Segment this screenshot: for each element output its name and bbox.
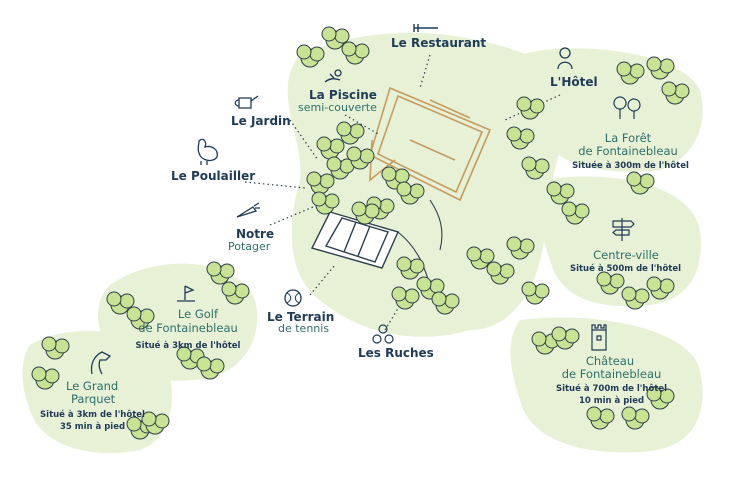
label-golf-distance: Situé à 3km de l'hôtel: [135, 341, 241, 351]
label-ruches: Les Ruches: [358, 346, 434, 360]
label-parquet-distance-2: 35 min à pied: [59, 422, 126, 432]
watering-can-icon: [234, 95, 259, 109]
label-golf-2: de Fontainebleau: [138, 321, 238, 335]
label-piscine-sub: semi-couverte: [298, 101, 377, 114]
label-piscine: La Piscine: [309, 88, 377, 102]
tennis-court: [310, 211, 399, 269]
carrot-icon: [236, 202, 260, 218]
label-terrain-1: Le Terrain: [267, 310, 335, 324]
swimmer-icon: [324, 69, 342, 83]
label-parquet-2: Parquet: [71, 392, 116, 406]
signpost-icon: [612, 218, 635, 241]
castle-tower-icon: [591, 324, 607, 351]
label-chateau-2: de Fontainebleau: [561, 367, 662, 381]
label-foret-2: de Fontainebleau: [578, 144, 678, 158]
label-chateau-distance-1: Situé à 700m de l'hôtel: [555, 384, 668, 394]
label-hotel: L'Hôtel: [550, 75, 598, 89]
label-restaurant: Le Restaurant: [391, 36, 487, 50]
honeycomb-icon: [372, 324, 394, 344]
label-terrain-2: de tennis: [278, 322, 330, 335]
label-jardin: Le Jardin: [231, 114, 291, 128]
concierge-icon: [557, 47, 573, 70]
golf-flag-icon: [177, 285, 195, 302]
fork-icon: [413, 24, 438, 32]
label-centre-ville: Centre-ville: [593, 248, 659, 262]
label-potager-1: Notre: [236, 227, 275, 241]
hen-icon: [197, 138, 218, 165]
horse-icon: [90, 351, 112, 375]
label-chateau-distance-2: 10 min à pied: [578, 396, 645, 406]
trees-icon: [613, 96, 641, 119]
label-potager-2: Potager: [228, 240, 271, 253]
label-poulailler: Le Poulailler: [171, 169, 256, 183]
leader-lines: [244, 54, 561, 331]
label-golf-1: Le Golf: [177, 307, 219, 321]
label-foret-distance: Située à 300m de l'hôtel: [572, 161, 689, 171]
tennis-ball-icon: [284, 289, 302, 307]
label-centre-distance: Situé à 500m de l'hôtel: [569, 264, 682, 274]
label-chateau-1: Château: [585, 354, 635, 368]
label-foret-1: La Forêt: [604, 131, 652, 145]
label-parquet-distance-1: Situé à 3km de l'hôtel: [40, 410, 145, 420]
label-parquet-1: Le Grand: [66, 379, 119, 393]
